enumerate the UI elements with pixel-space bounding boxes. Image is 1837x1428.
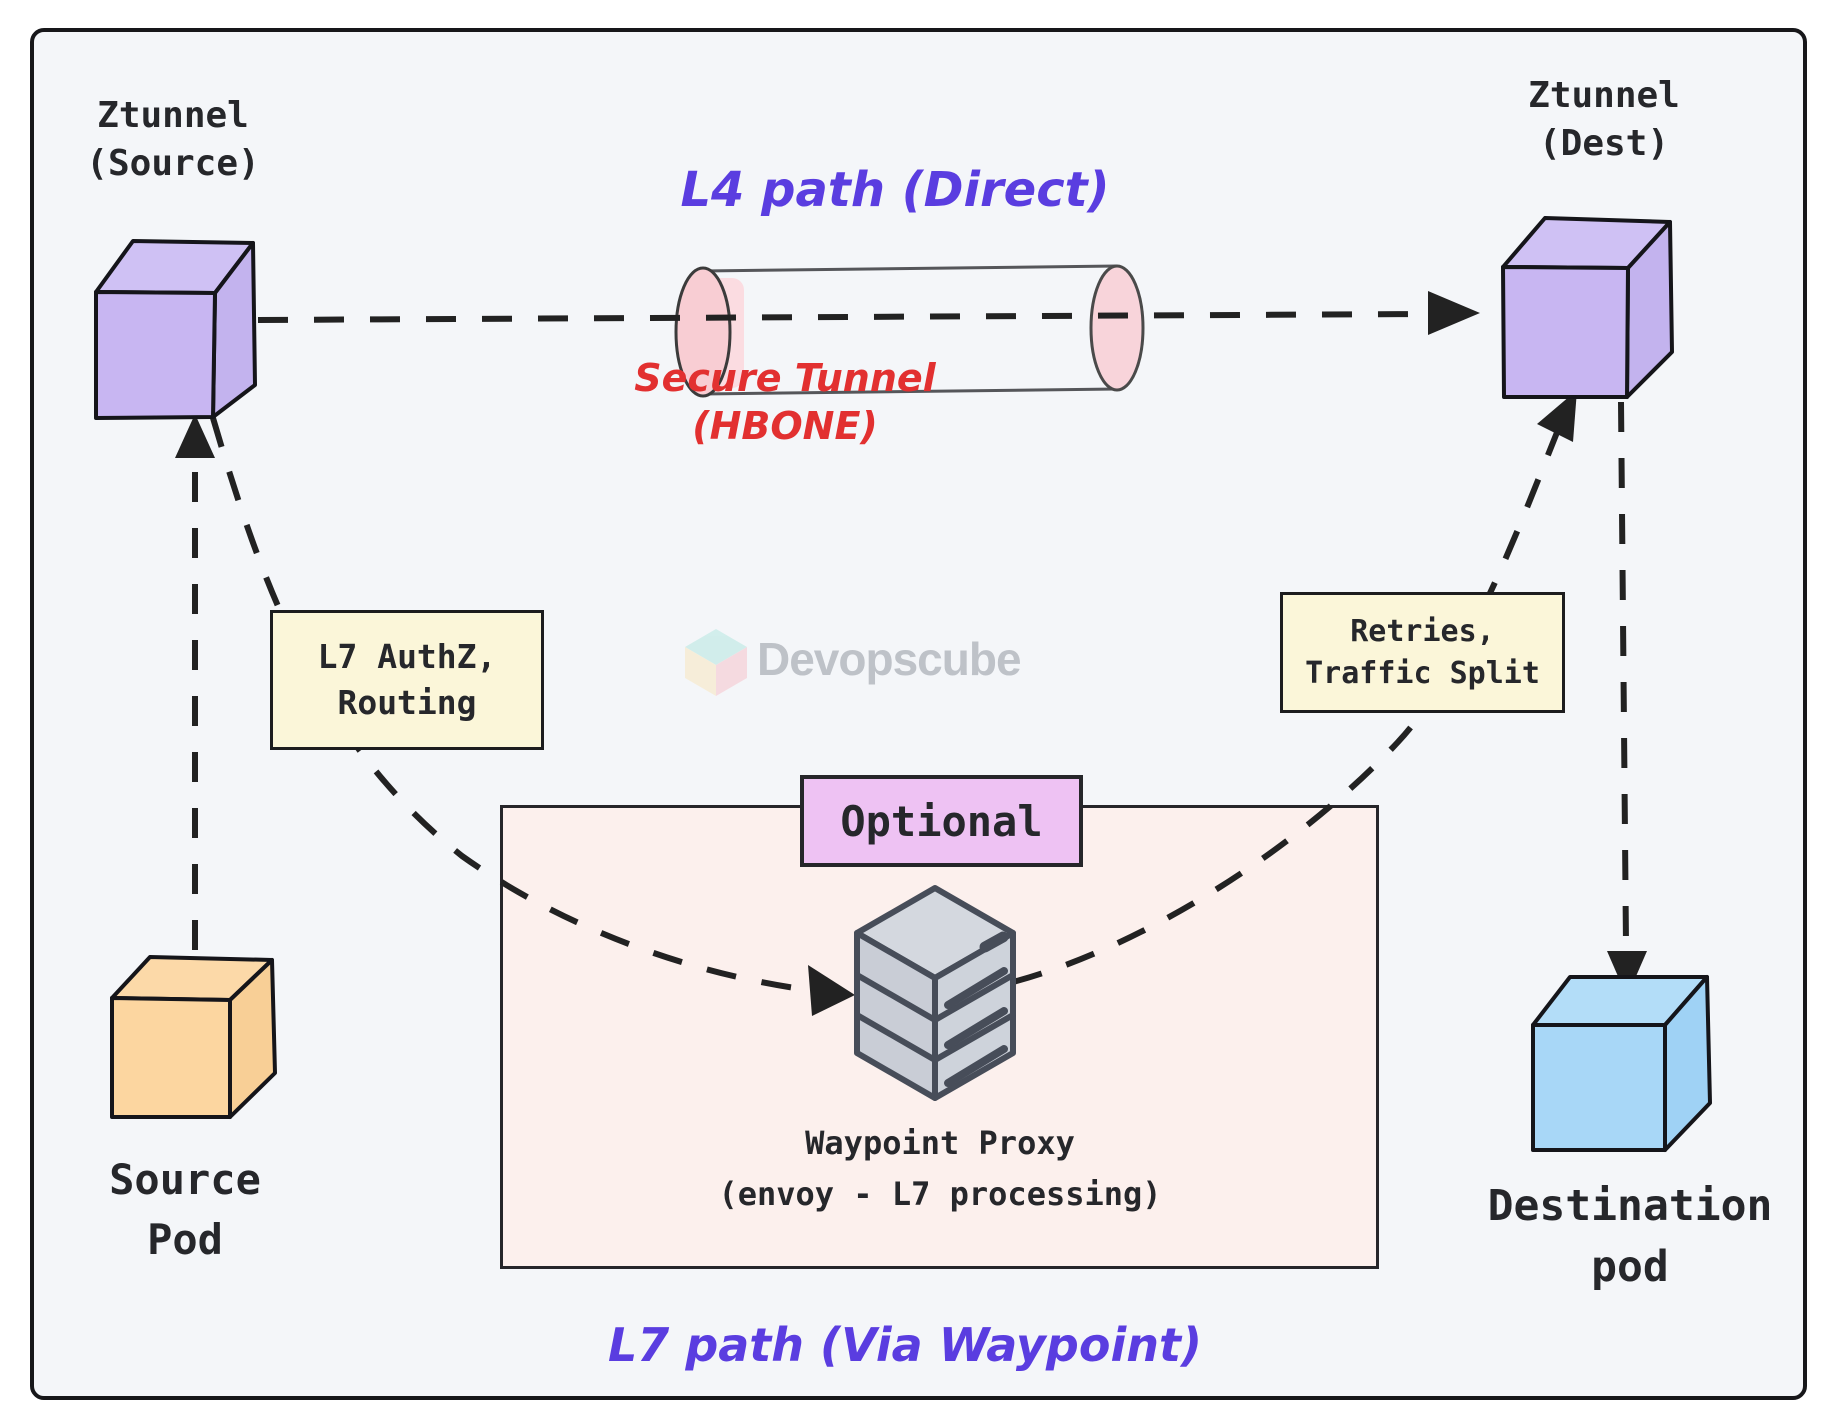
- ztunnel-source-label: Ztunnel (Source): [86, 95, 260, 185]
- l7-path-label: L7 path (Via Waypoint): [608, 1318, 1202, 1372]
- waypoint-server-icon: [854, 885, 1016, 1101]
- source-pod-label: Source Pod: [109, 1155, 261, 1264]
- waypoint-proxy-label: Waypoint Proxy (envoy - L7 processing): [718, 1124, 1162, 1214]
- watermark-cube-icon: [685, 629, 747, 696]
- destination-pod-cube: [1531, 975, 1712, 1152]
- ztunnel-to-waypoint-curve: [210, 417, 855, 1016]
- secure-tunnel-label: Secure Tunnel (HBONE): [634, 356, 936, 448]
- ztunnel-source-cube: [94, 239, 257, 420]
- l7-authz-callout: L7 AuthZ, Routing: [270, 610, 544, 750]
- watermark-label: Devopscube: [757, 633, 1022, 685]
- ztunnel-dest-to-pod-arrow: [1607, 401, 1647, 997]
- ztunnel-dest-label: Ztunnel (Dest): [1528, 75, 1680, 165]
- source-pod-to-ztunnel-arrow: [175, 414, 215, 950]
- source-pod-cube: [110, 955, 277, 1119]
- destination-pod-label: Destination pod: [1487, 1181, 1773, 1293]
- l4-path-label: L4 path (Direct): [680, 162, 1110, 218]
- retries-callout: Retries, Traffic Split: [1280, 592, 1565, 713]
- l4-dashed-arrow: [257, 291, 1480, 335]
- optional-badge: Optional: [800, 775, 1083, 867]
- waypoint-to-ztunnel-dest-curve: [1012, 390, 1577, 985]
- ztunnel-dest-cube: [1501, 216, 1674, 399]
- secure-tunnel-cylinder: [674, 264, 1145, 398]
